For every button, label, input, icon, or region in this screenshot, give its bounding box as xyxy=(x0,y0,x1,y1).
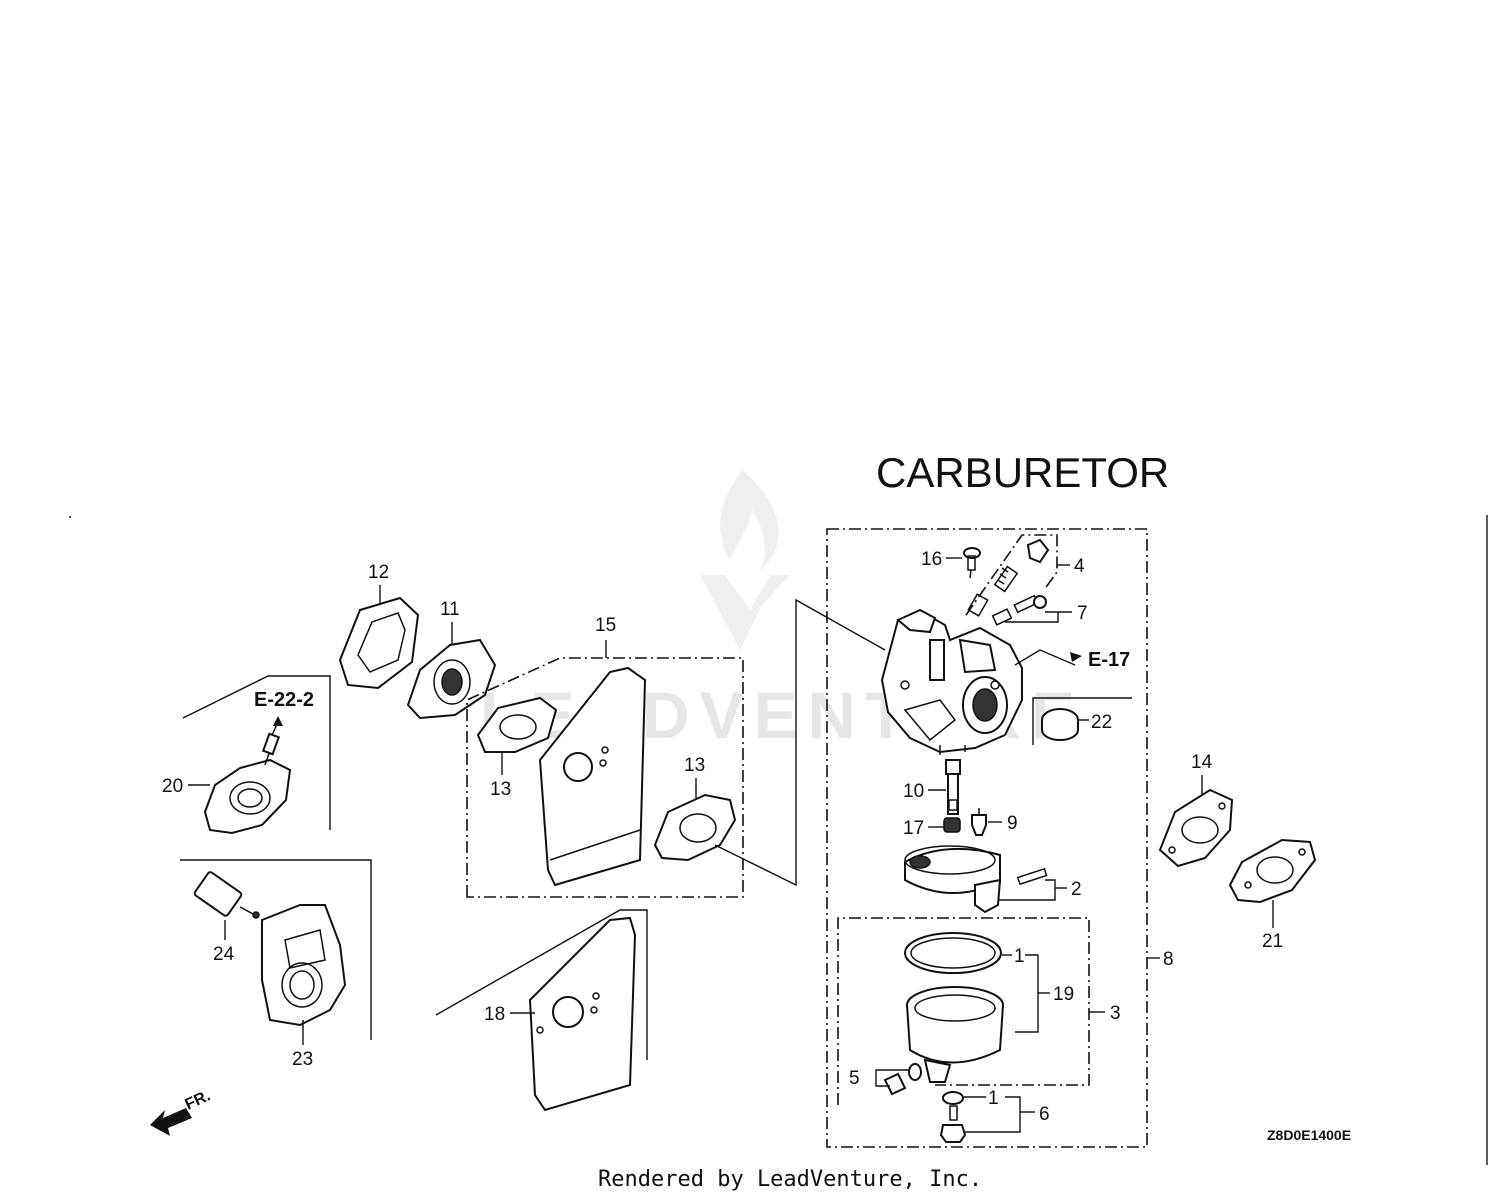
margin-dot xyxy=(69,516,71,518)
callout-6: 6 xyxy=(1039,1104,1050,1125)
direction-label: FR. xyxy=(183,1087,214,1113)
leader-7a xyxy=(1005,612,1059,623)
callout-16: 16 xyxy=(921,549,942,570)
callout-7: 7 xyxy=(1077,603,1088,624)
part-23-bracket[interactable] xyxy=(261,904,347,1027)
callout-13a: 13 xyxy=(490,779,511,800)
callout-2: 2 xyxy=(1071,879,1082,900)
part-13b-gasket[interactable] xyxy=(653,793,737,862)
callout-22: 22 xyxy=(1091,712,1112,733)
leader-2 xyxy=(998,879,1056,901)
watermark-logo xyxy=(700,470,790,650)
frame-23 xyxy=(180,859,372,1040)
callout-17: 17 xyxy=(903,818,924,839)
part-7-screw-set[interactable] xyxy=(991,594,1047,626)
part-1b-washer[interactable] xyxy=(942,1091,964,1105)
callout-10: 10 xyxy=(903,781,924,802)
part-1a-o-ring[interactable] xyxy=(904,932,1002,974)
cross-ref-e22-2[interactable]: E-22-2 xyxy=(254,689,314,711)
box-4 xyxy=(965,534,1058,616)
part-18-heat-shield[interactable] xyxy=(528,916,637,1112)
part-15-heat-shield[interactable] xyxy=(538,666,647,887)
part-6-bolt[interactable] xyxy=(939,1105,967,1143)
cross-ref-e17[interactable]: E-17 xyxy=(1088,649,1130,671)
footer-credit: Rendered by LeadVenture, Inc. xyxy=(598,1167,982,1192)
callout-15: 15 xyxy=(595,615,616,636)
callout-23: 23 xyxy=(292,1049,313,1070)
part-11-insulator[interactable] xyxy=(406,638,497,720)
box-8 xyxy=(826,528,1148,1148)
carburetor-body[interactable] xyxy=(880,608,1023,755)
leader-6 xyxy=(963,1096,1021,1133)
callout-13b: 13 xyxy=(684,755,705,776)
callout-24: 24 xyxy=(213,944,235,965)
callout-3: 3 xyxy=(1110,1003,1121,1024)
part-4-screw-set[interactable] xyxy=(967,538,1050,617)
part-2-float[interactable] xyxy=(904,845,1048,914)
part-10-jet[interactable] xyxy=(945,759,961,815)
callout-19: 19 xyxy=(1053,984,1074,1005)
callout-8: 8 xyxy=(1163,949,1174,970)
callout-1a: 1 xyxy=(1014,946,1025,967)
part-16-screw[interactable] xyxy=(963,547,981,579)
box-15 xyxy=(466,657,744,898)
frame-18 xyxy=(435,909,648,1060)
part-12-gasket[interactable] xyxy=(338,596,420,690)
part-24-fuel-filter[interactable] xyxy=(193,871,260,919)
callout-5: 5 xyxy=(849,1068,860,1089)
part-17-nut[interactable] xyxy=(943,817,961,833)
part-9-screw[interactable] xyxy=(971,808,987,836)
part-13a-gasket[interactable] xyxy=(476,696,558,753)
front-direction-arrow-icon xyxy=(150,1108,192,1136)
part-21-gasket[interactable] xyxy=(1228,838,1317,904)
part-20-insulator[interactable] xyxy=(203,716,292,835)
leader-e17b xyxy=(1039,649,1076,666)
callout-9: 9 xyxy=(1007,813,1018,834)
callout-4: 4 xyxy=(1074,556,1085,577)
callout-20: 20 xyxy=(162,776,183,797)
leader-e17a xyxy=(1014,649,1041,666)
frame-e22-2 xyxy=(182,675,331,830)
part-5-screw-washer[interactable] xyxy=(883,1063,922,1096)
part-14-gasket[interactable] xyxy=(1158,788,1234,868)
leader-5 xyxy=(875,1069,910,1087)
callout-21: 21 xyxy=(1262,931,1283,952)
connector-line xyxy=(714,598,886,887)
diagram-title: CARBURETOR xyxy=(876,449,1169,496)
frame-22 xyxy=(1032,697,1132,745)
drawing-code: Z8D0E1400E xyxy=(1267,1127,1351,1143)
callout-12: 12 xyxy=(368,562,389,583)
callout-14: 14 xyxy=(1191,752,1213,773)
callout-18: 18 xyxy=(484,1004,505,1025)
part-19-float-bowl[interactable] xyxy=(906,986,1004,1083)
part-22-cap[interactable] xyxy=(1041,708,1079,741)
arrow-e17 xyxy=(1070,652,1082,662)
callout-1b: 1 xyxy=(988,1088,999,1109)
callout-11: 11 xyxy=(440,599,460,620)
